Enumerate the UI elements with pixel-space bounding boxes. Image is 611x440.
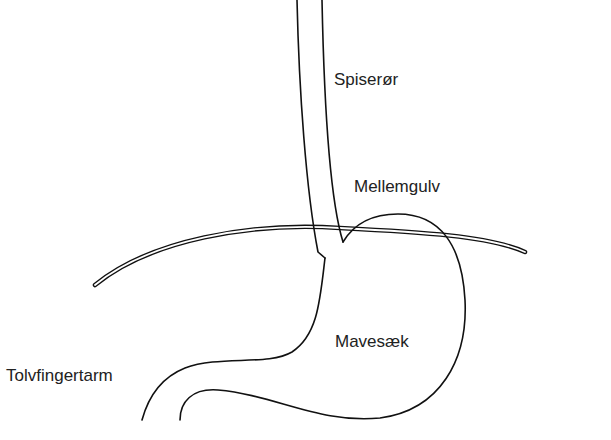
part-label: Spiserør [334, 70, 398, 90]
stomach-lesser-curvature [142, 258, 325, 420]
part-label: Tolvfingertarm [6, 366, 113, 386]
esophagus-right [322, 0, 343, 242]
diaphragm [95, 227, 525, 285]
stomach-outline [180, 214, 465, 420]
part-label: Mellemgulv [354, 177, 440, 197]
diaphragm-inner [95, 227, 525, 285]
esophagus-left [297, 0, 325, 258]
part-label: Mavesæk [335, 332, 409, 352]
